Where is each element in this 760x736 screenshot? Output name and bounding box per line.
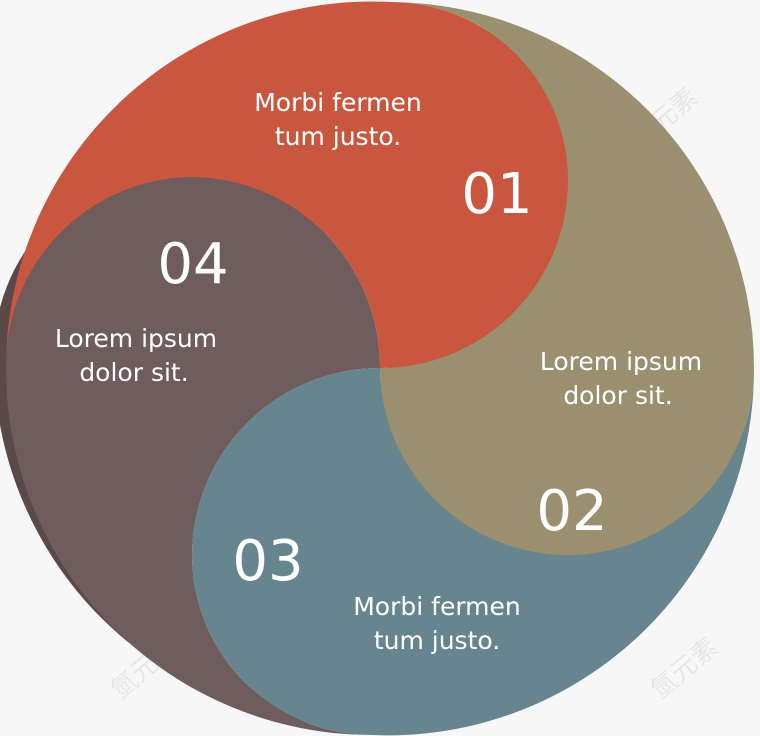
segment-04-labels: 04 Lorem ipsum dolor sit.	[55, 232, 229, 387]
segments	[5, 1, 755, 736]
segment-01-number: 01	[461, 162, 532, 227]
segment-01	[5, 1, 569, 369]
segment-01-caption-line2: tum justo.	[275, 122, 401, 151]
segment-01-caption-line1: Morbi fermen	[254, 88, 422, 117]
segment-04	[5, 177, 381, 735]
segment-03-number: 03	[232, 529, 303, 594]
segment-02	[380, 2, 755, 555]
segment-04-caption-line2: dolor sit.	[79, 358, 188, 387]
segment-02-labels: 02 Lorem ipsum dolor sit.	[536, 347, 702, 544]
segment-03-caption-line2: tum justo.	[374, 626, 500, 655]
segment-04-number: 04	[157, 232, 228, 297]
segment-02-number: 02	[536, 479, 607, 544]
segment-03	[192, 367, 755, 736]
segment-01-labels: 01 Morbi fermen tum justo.	[254, 88, 532, 227]
segment-04-caption-line1: Lorem ipsum	[55, 324, 217, 353]
segment-03-caption-line1: Morbi fermen	[353, 592, 521, 621]
segment-03-labels: 03 Morbi fermen tum justo.	[232, 529, 520, 655]
watermark-text: 氫元素	[645, 632, 724, 705]
segment-02-caption-line1: Lorem ipsum	[540, 347, 702, 376]
segment-02-caption-line2: dolor sit.	[563, 381, 672, 410]
